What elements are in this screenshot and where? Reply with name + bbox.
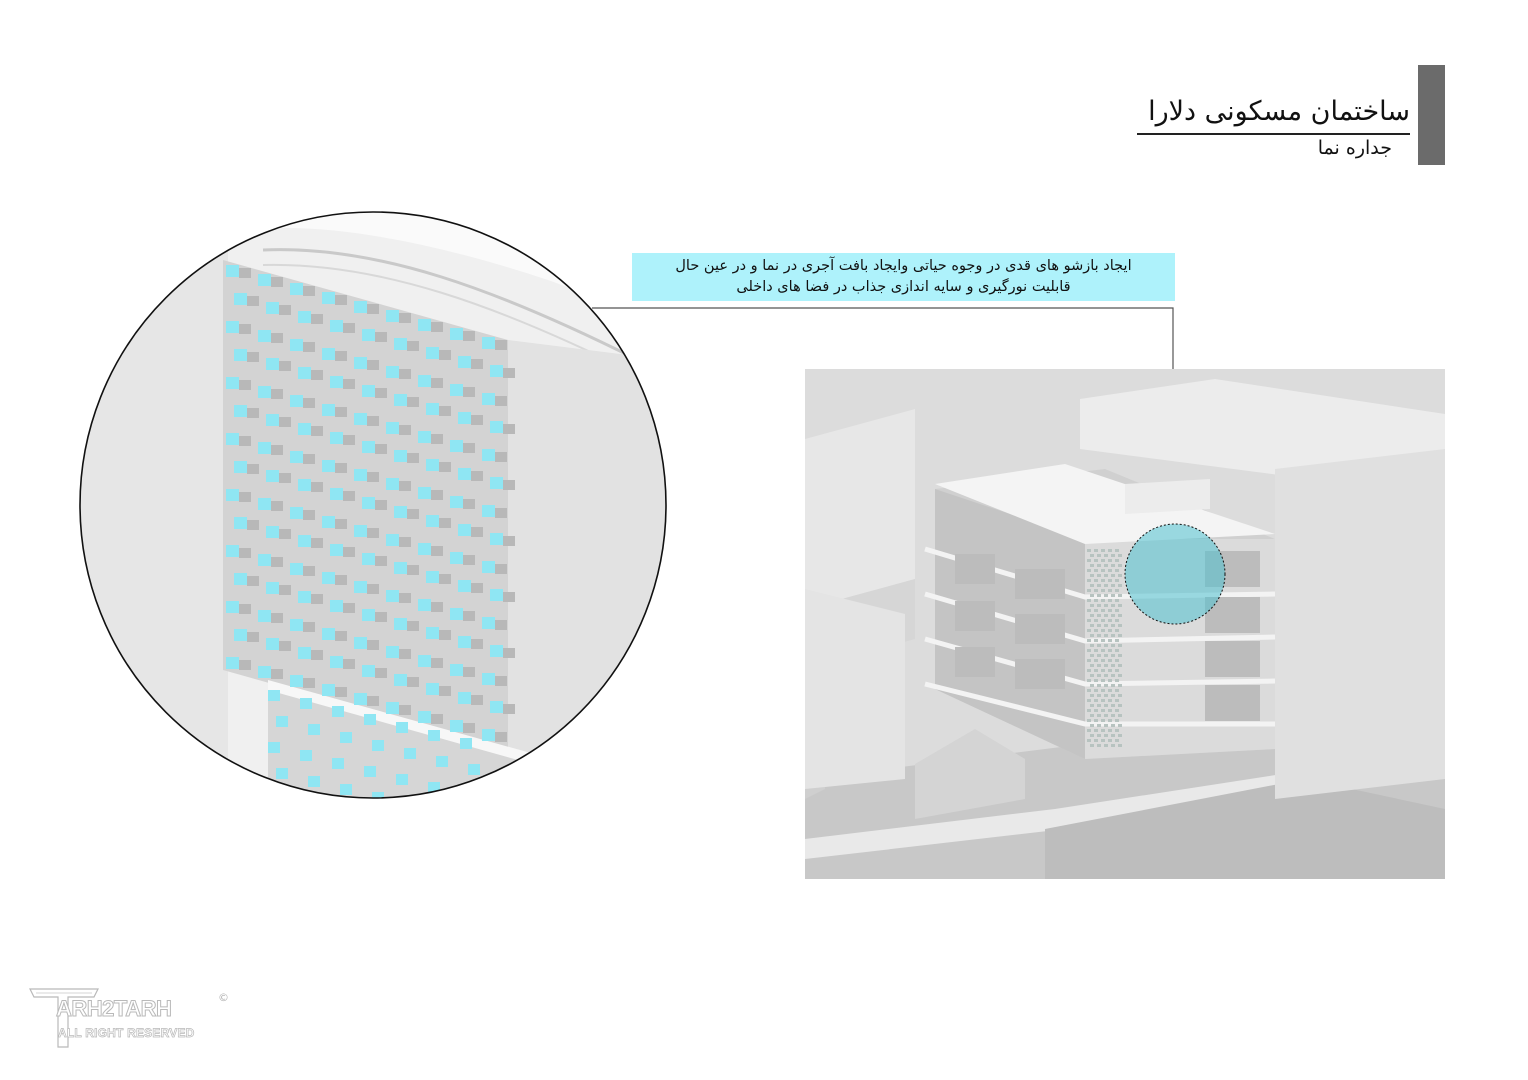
title-divider: [1137, 133, 1410, 135]
logo-tagline: ALL RIGHT RESERVED: [58, 1026, 195, 1041]
page-title: ساختمان مسکونی دلارا: [1148, 96, 1410, 127]
tarh2tarh-logo: ARH2TARH ALL RIGHT RESERVED ©: [28, 985, 238, 1051]
building-axonometric-render: [805, 369, 1445, 879]
logo-brand-text: ARH2TARH: [55, 996, 172, 1022]
page-subtitle: جداره نما: [1317, 137, 1392, 159]
facade-callout: ایجاد بازشو های قدی در وجوه حیاتی وایجاد…: [632, 253, 1175, 301]
callout-line-1: ایجاد بازشو های قدی در وجوه حیاتی وایجاد…: [675, 258, 1132, 274]
logo-mark-icon: [29, 988, 99, 1048]
copyright-icon: ©: [218, 991, 229, 1004]
facade-detail-closeup: [79, 211, 667, 799]
title-accent-bar: [1418, 65, 1445, 165]
callout-line-2: قابلیت نورگیری و سایه اندازی جذاب در فضا…: [736, 279, 1071, 295]
